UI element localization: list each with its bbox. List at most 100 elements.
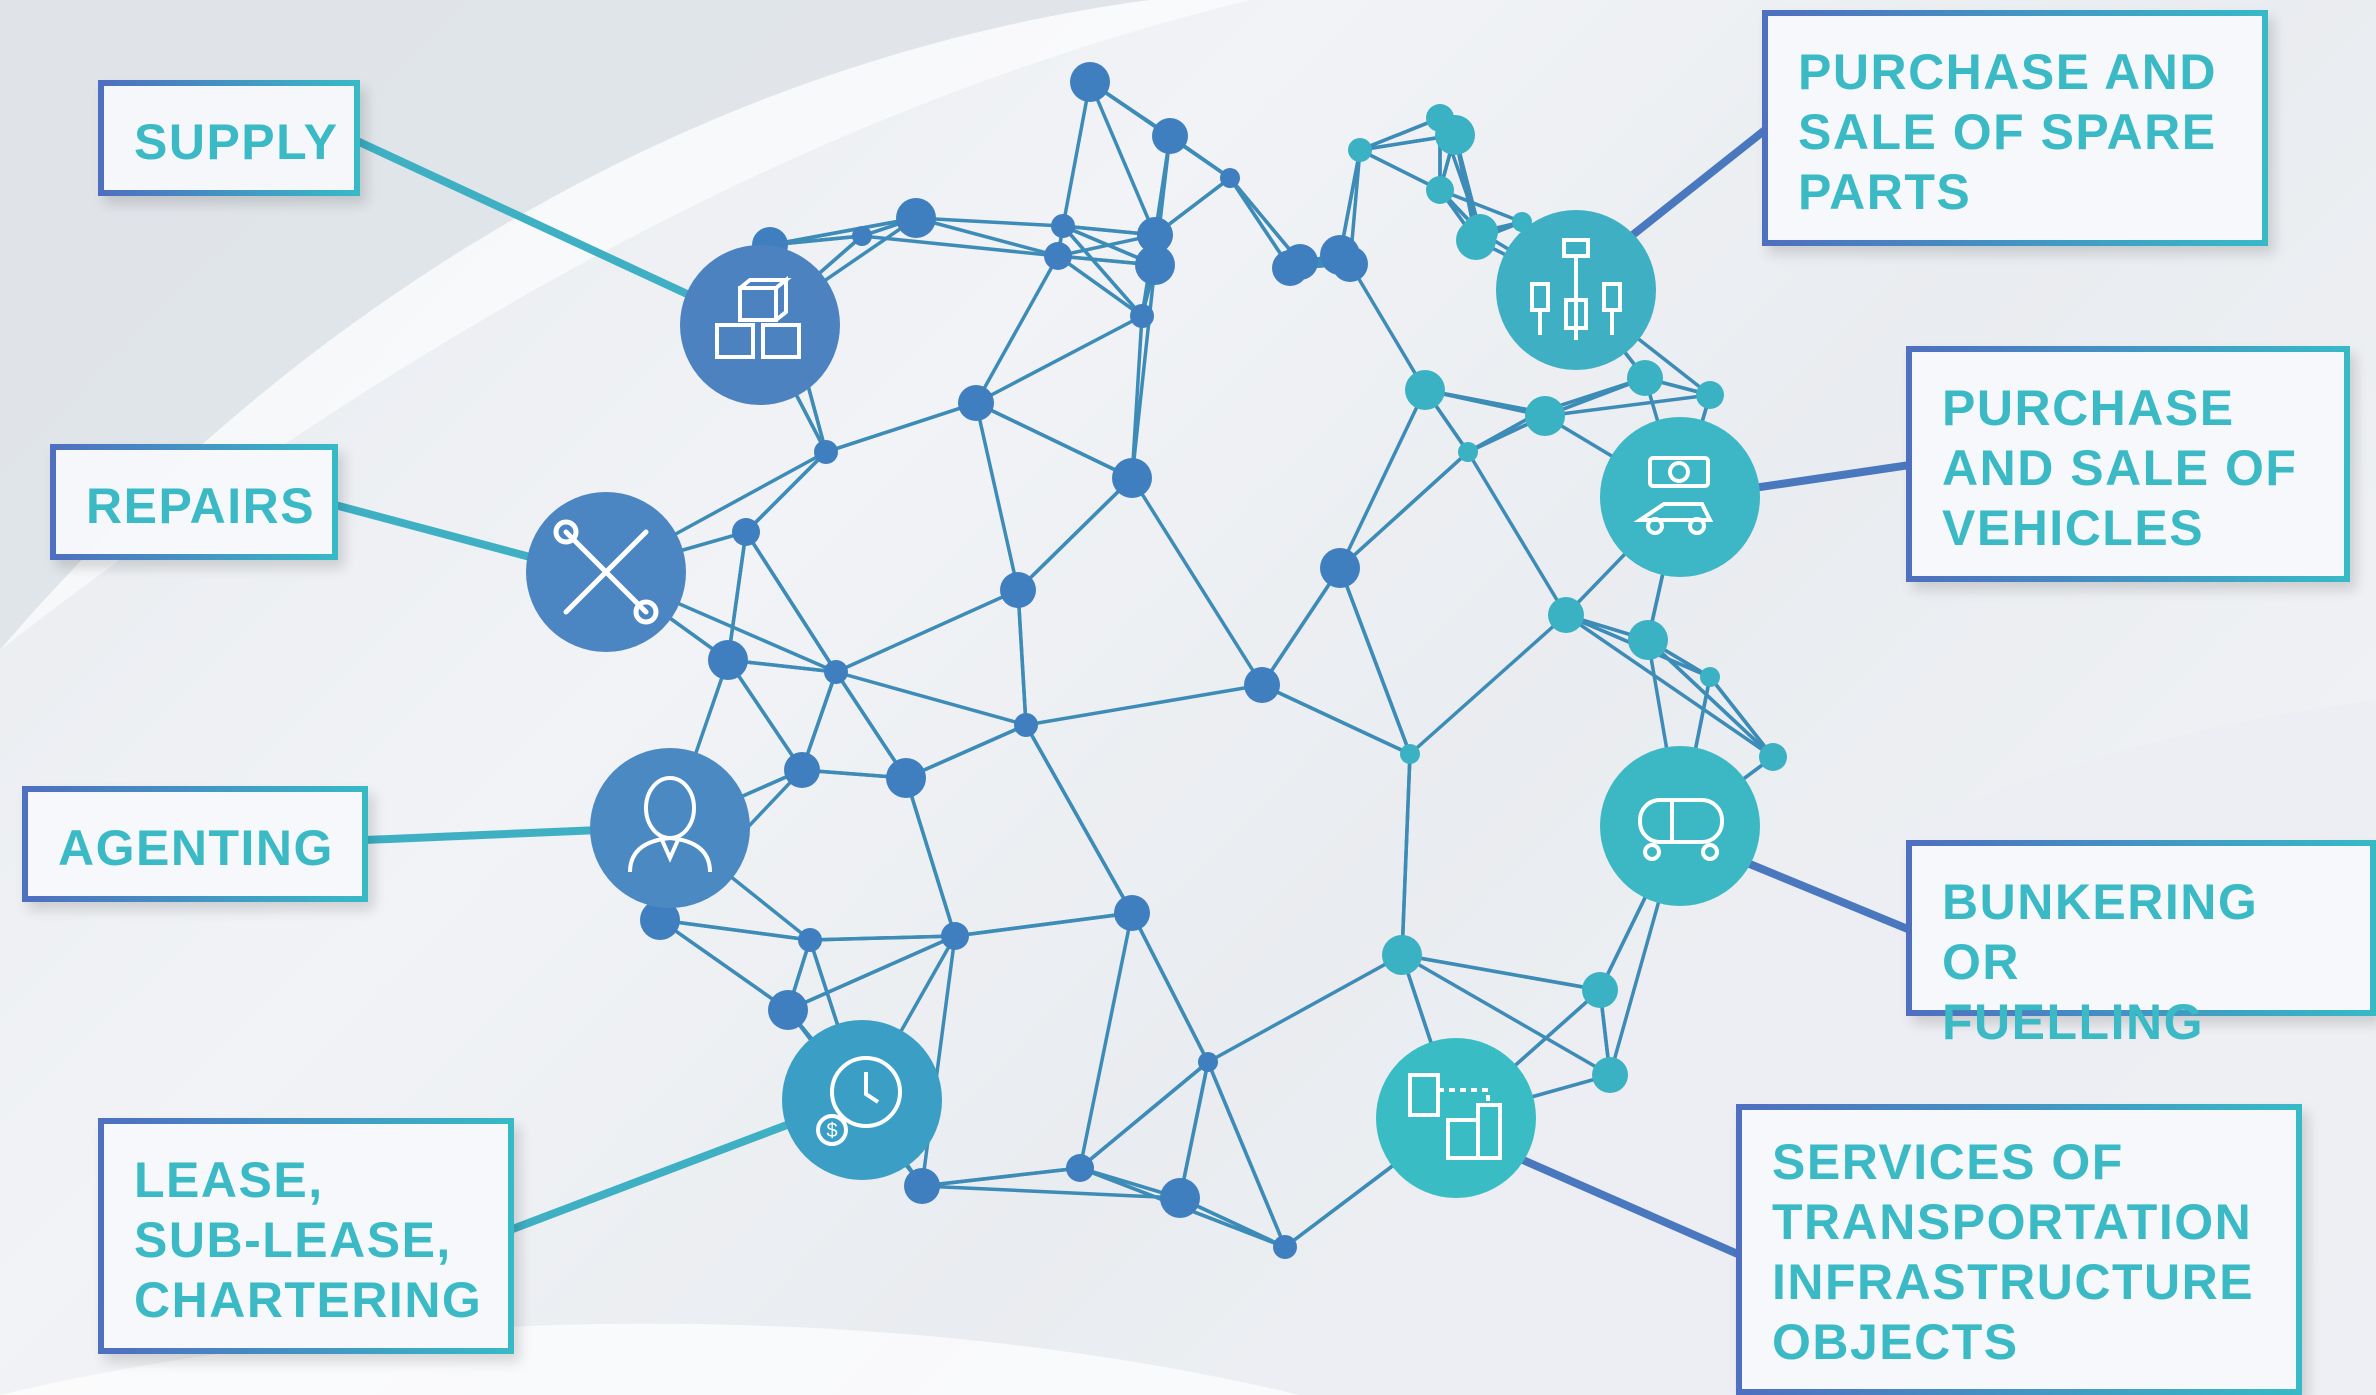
svg-text:$: $ (826, 1120, 837, 1142)
network-edge (769, 216, 917, 247)
network-edge (726, 531, 748, 661)
network-edge (1359, 148, 1441, 192)
network-node (814, 440, 838, 464)
connector-bunkering (1738, 856, 1912, 934)
service-circle-supply (680, 245, 840, 405)
network-node (1044, 242, 1072, 270)
connector-repairs (333, 501, 562, 569)
label-supply: SUPPLY (98, 80, 360, 196)
service-circle-agenting (590, 748, 750, 908)
network-edge (659, 918, 811, 942)
network-node (1273, 1235, 1297, 1259)
network-node (1320, 548, 1360, 588)
network-node (1582, 972, 1618, 1008)
boxes-icon (715, 275, 801, 359)
network-edge (1466, 451, 1568, 616)
network-edge (1078, 912, 1134, 1169)
tanker-wagon-icon (1638, 798, 1724, 861)
network-edge (744, 450, 828, 534)
network-node (1152, 118, 1188, 154)
network-edge (1261, 683, 1411, 756)
wrench-screwdriver-icon (553, 519, 659, 625)
network-edge (726, 659, 804, 771)
service-circle-vehicles (1600, 417, 1760, 577)
network-edge (825, 401, 977, 454)
network-edge (915, 216, 1059, 258)
network-edge (974, 255, 1060, 404)
network-edge (1228, 176, 1302, 264)
agent-person-icon (628, 776, 712, 873)
network-node (1332, 246, 1368, 282)
label-lease-text: LEASE, SUB-LEASE, CHARTERING (134, 1152, 483, 1328)
label-lease: LEASE, SUB-LEASE, CHARTERING (98, 1118, 514, 1354)
connector-agenting (364, 826, 601, 844)
network-node (1066, 1154, 1094, 1182)
network-edge (1024, 724, 1134, 914)
network-node (1525, 396, 1565, 436)
clock-money-icon: $ (816, 1056, 902, 1146)
network-edge (904, 777, 957, 937)
label-spare-parts-text: PURCHASE AND SALE OF SPARE PARTS (1798, 44, 2217, 220)
network-node (1244, 667, 1280, 703)
network-node (708, 640, 748, 680)
network-edge (1206, 1061, 1287, 1248)
network-node (1130, 304, 1154, 328)
label-bunkering: BUNKERING OR FUELLING (1906, 840, 2376, 1050)
network-edge (1016, 476, 1134, 592)
network-edge (1359, 116, 1441, 152)
network-node (896, 198, 936, 238)
network-edge (835, 588, 1019, 674)
network-node (886, 758, 926, 798)
network-node (1400, 744, 1420, 764)
network-edge (1646, 638, 1775, 759)
network-edge (1078, 1060, 1210, 1170)
network-edge (1088, 81, 1157, 236)
label-repairs: REPAIRS (50, 444, 338, 560)
network-node (1592, 1057, 1628, 1093)
network-edge (975, 314, 1143, 405)
network-edge (1439, 188, 1523, 224)
network-edge (1400, 753, 1412, 956)
label-spare-parts: PURCHASE AND SALE OF SPARE PARTS (1762, 10, 2268, 246)
network-edge (1025, 683, 1263, 727)
network-edge (1338, 389, 1427, 569)
network-node (1348, 138, 1372, 162)
network-edge (1130, 264, 1157, 479)
network-node (1070, 62, 1110, 102)
network-node (1135, 245, 1175, 285)
network-edge (834, 671, 908, 779)
label-agenting: AGENTING (22, 786, 368, 902)
network-edge (1401, 953, 1611, 1077)
network-node (640, 900, 680, 940)
network-edge (1544, 393, 1711, 418)
network-edge (1408, 613, 1568, 756)
service-circle-lease: $ (782, 1020, 942, 1180)
label-agenting-text: AGENTING (58, 820, 334, 876)
network-edge (915, 216, 1064, 228)
connector-supply (353, 136, 702, 304)
network-edge (905, 723, 1027, 780)
network-edge (954, 911, 1133, 938)
network-edge (921, 1166, 1081, 1188)
spare-parts-icon (1530, 238, 1622, 340)
network-edge (921, 1184, 1181, 1200)
network-node (1051, 214, 1075, 238)
network-edge (1424, 388, 1546, 418)
connector-lease (508, 1116, 802, 1234)
network-node (732, 518, 760, 546)
network-node (1000, 572, 1036, 608)
network-node (1628, 620, 1668, 660)
label-bunkering-text: BUNKERING OR FUELLING (1942, 874, 2259, 1050)
network-node (1426, 176, 1454, 204)
service-circle-bunkering (1600, 746, 1760, 906)
connector-spare-parts (1617, 126, 1768, 249)
network-node (852, 226, 872, 246)
network-node (1627, 360, 1663, 396)
network-node (1137, 217, 1173, 253)
network-edge (1061, 224, 1144, 318)
network-node (768, 990, 808, 1030)
network-edge (1016, 589, 1028, 726)
connector-vehicles (1739, 461, 1911, 494)
network-edge (1228, 177, 1292, 269)
network-edge (1207, 953, 1403, 1064)
